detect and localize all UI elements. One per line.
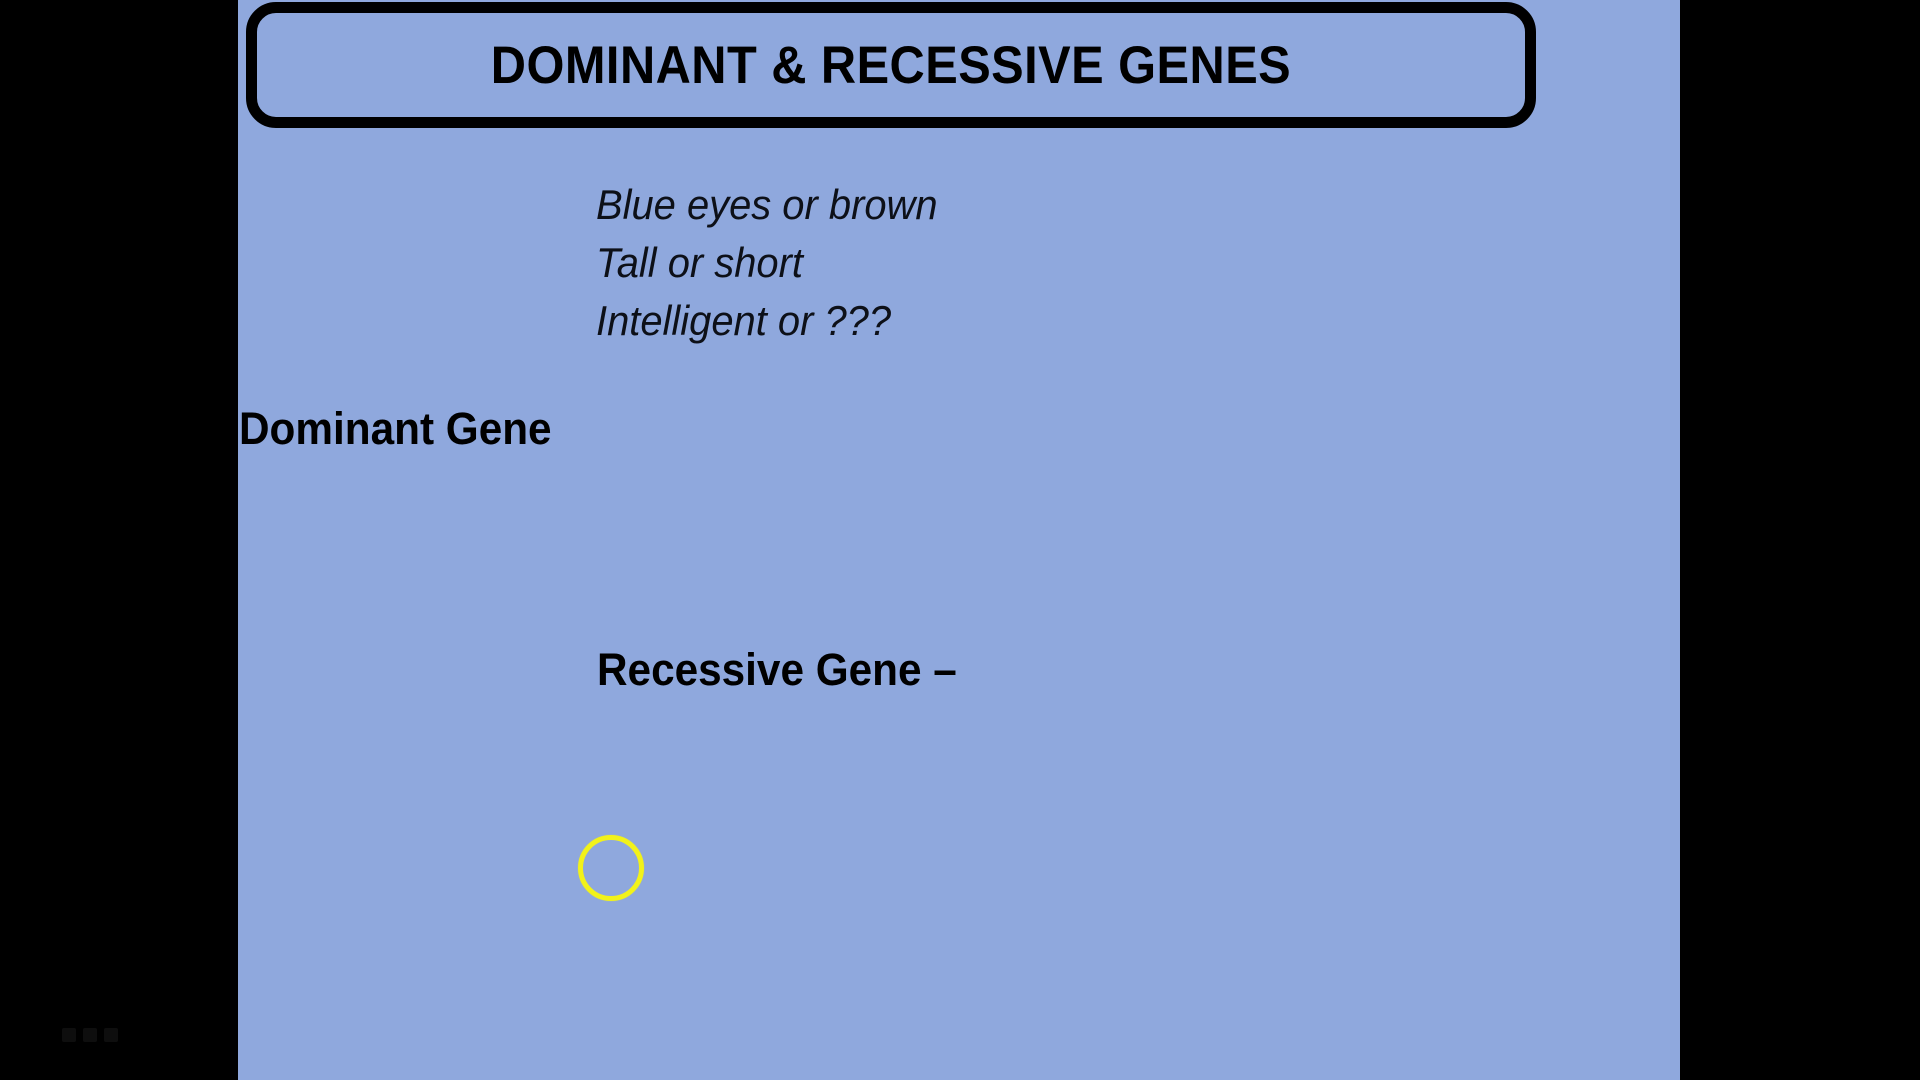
title-box: DOMINANT & RECESSIVE GENES (246, 2, 1536, 128)
subpoint-line: Intelligent or ??? (596, 297, 892, 344)
subpoint-line: Blue eyes or brown (596, 181, 938, 228)
subpoint-list: Blue eyes or brown Tall or short Intelli… (596, 176, 1416, 350)
faint-mark-icon[interactable] (83, 1028, 97, 1042)
slide-canvas: DOMINANT & RECESSIVE GENES Blue eyes or … (238, 0, 1680, 1080)
subpoint-line: Tall or short (596, 239, 803, 286)
cursor-highlight-ring-icon (578, 835, 644, 901)
recessive-gene-heading: Recessive Gene – (597, 644, 957, 695)
faint-mark-icon[interactable] (62, 1028, 76, 1042)
dominant-gene-heading: Dominant Gene (239, 403, 552, 454)
faint-playback-controls[interactable] (62, 1024, 122, 1046)
page-title: DOMINANT & RECESSIVE GENES (490, 35, 1292, 95)
faint-mark-icon[interactable] (104, 1028, 118, 1042)
